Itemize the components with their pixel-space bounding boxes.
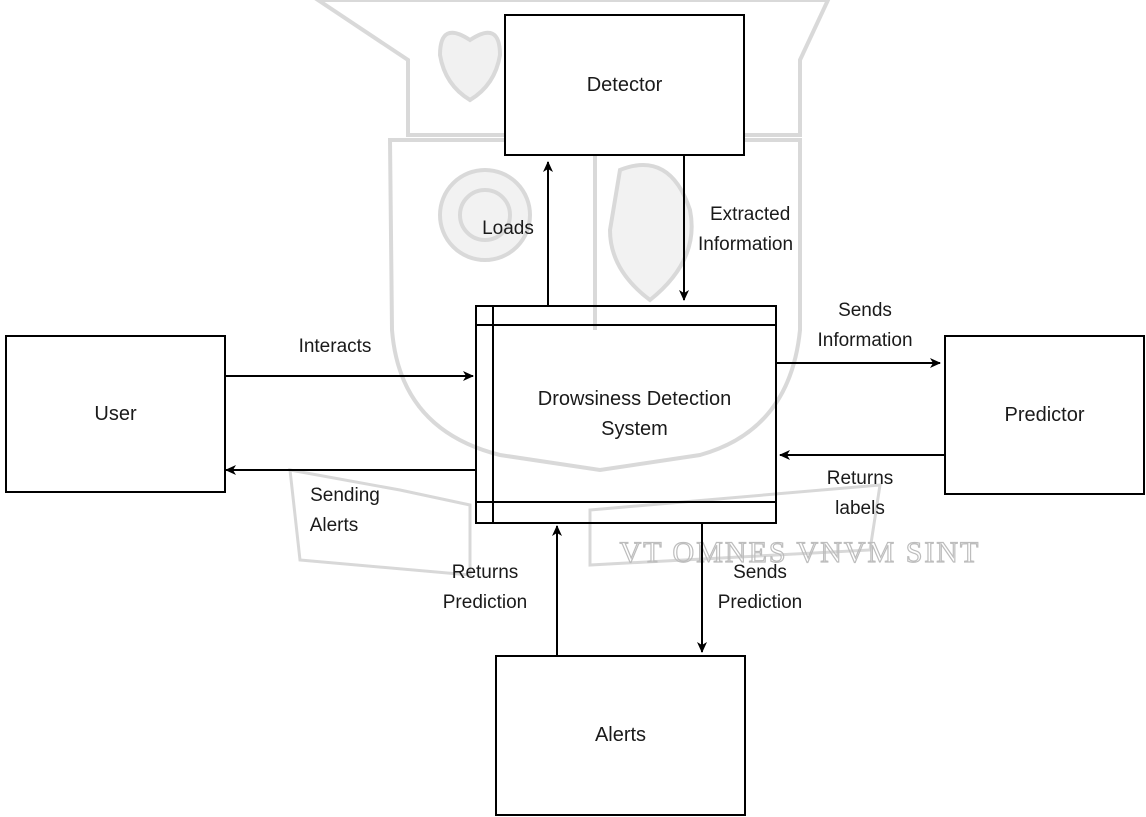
label-loads: Loads [470, 214, 546, 244]
label-sends-information: Sends Information [800, 296, 930, 356]
node-predictor: Predictor [944, 335, 1145, 495]
label-extracted-information: Extracted Information [698, 200, 828, 260]
label-returns-prediction-line1: Returns [425, 558, 545, 588]
label-sending-alerts-line1: Sending [290, 481, 400, 511]
label-returns-labels-line2: labels [805, 494, 915, 524]
label-sends-prediction: Sends Prediction [700, 558, 820, 618]
label-returns-labels: Returns labels [805, 464, 915, 524]
node-alerts: Alerts [495, 655, 746, 816]
node-system-label-line1: Drowsiness Detection [538, 384, 731, 414]
label-sends-info-line2: Information [800, 326, 930, 356]
node-predictor-label: Predictor [1004, 404, 1084, 427]
node-detector-label: Detector [587, 74, 663, 97]
label-sends-prediction-line1: Sends [700, 558, 820, 588]
node-detector: Detector [504, 14, 745, 156]
label-extracted-line2: Information [698, 230, 828, 260]
label-sending-alerts-line2: Alerts [268, 511, 400, 541]
label-interacts: Interacts [280, 332, 390, 362]
label-sending-alerts: Sending Alerts [290, 481, 400, 541]
node-system: Drowsiness Detection System [493, 325, 776, 502]
label-extracted-line1: Extracted [698, 200, 828, 230]
node-user-label: User [94, 403, 136, 426]
label-returns-prediction: Returns Prediction [425, 558, 545, 618]
node-system-label-line2: System [538, 414, 731, 444]
label-sends-prediction-line2: Prediction [700, 588, 820, 618]
label-loads-text: Loads [470, 214, 546, 244]
label-returns-labels-line1: Returns [805, 464, 915, 494]
node-user: User [5, 335, 226, 493]
label-sends-info-line1: Sends [800, 296, 930, 326]
label-returns-prediction-line2: Prediction [425, 588, 545, 618]
label-interacts-text: Interacts [280, 332, 390, 362]
node-alerts-label: Alerts [595, 724, 646, 747]
